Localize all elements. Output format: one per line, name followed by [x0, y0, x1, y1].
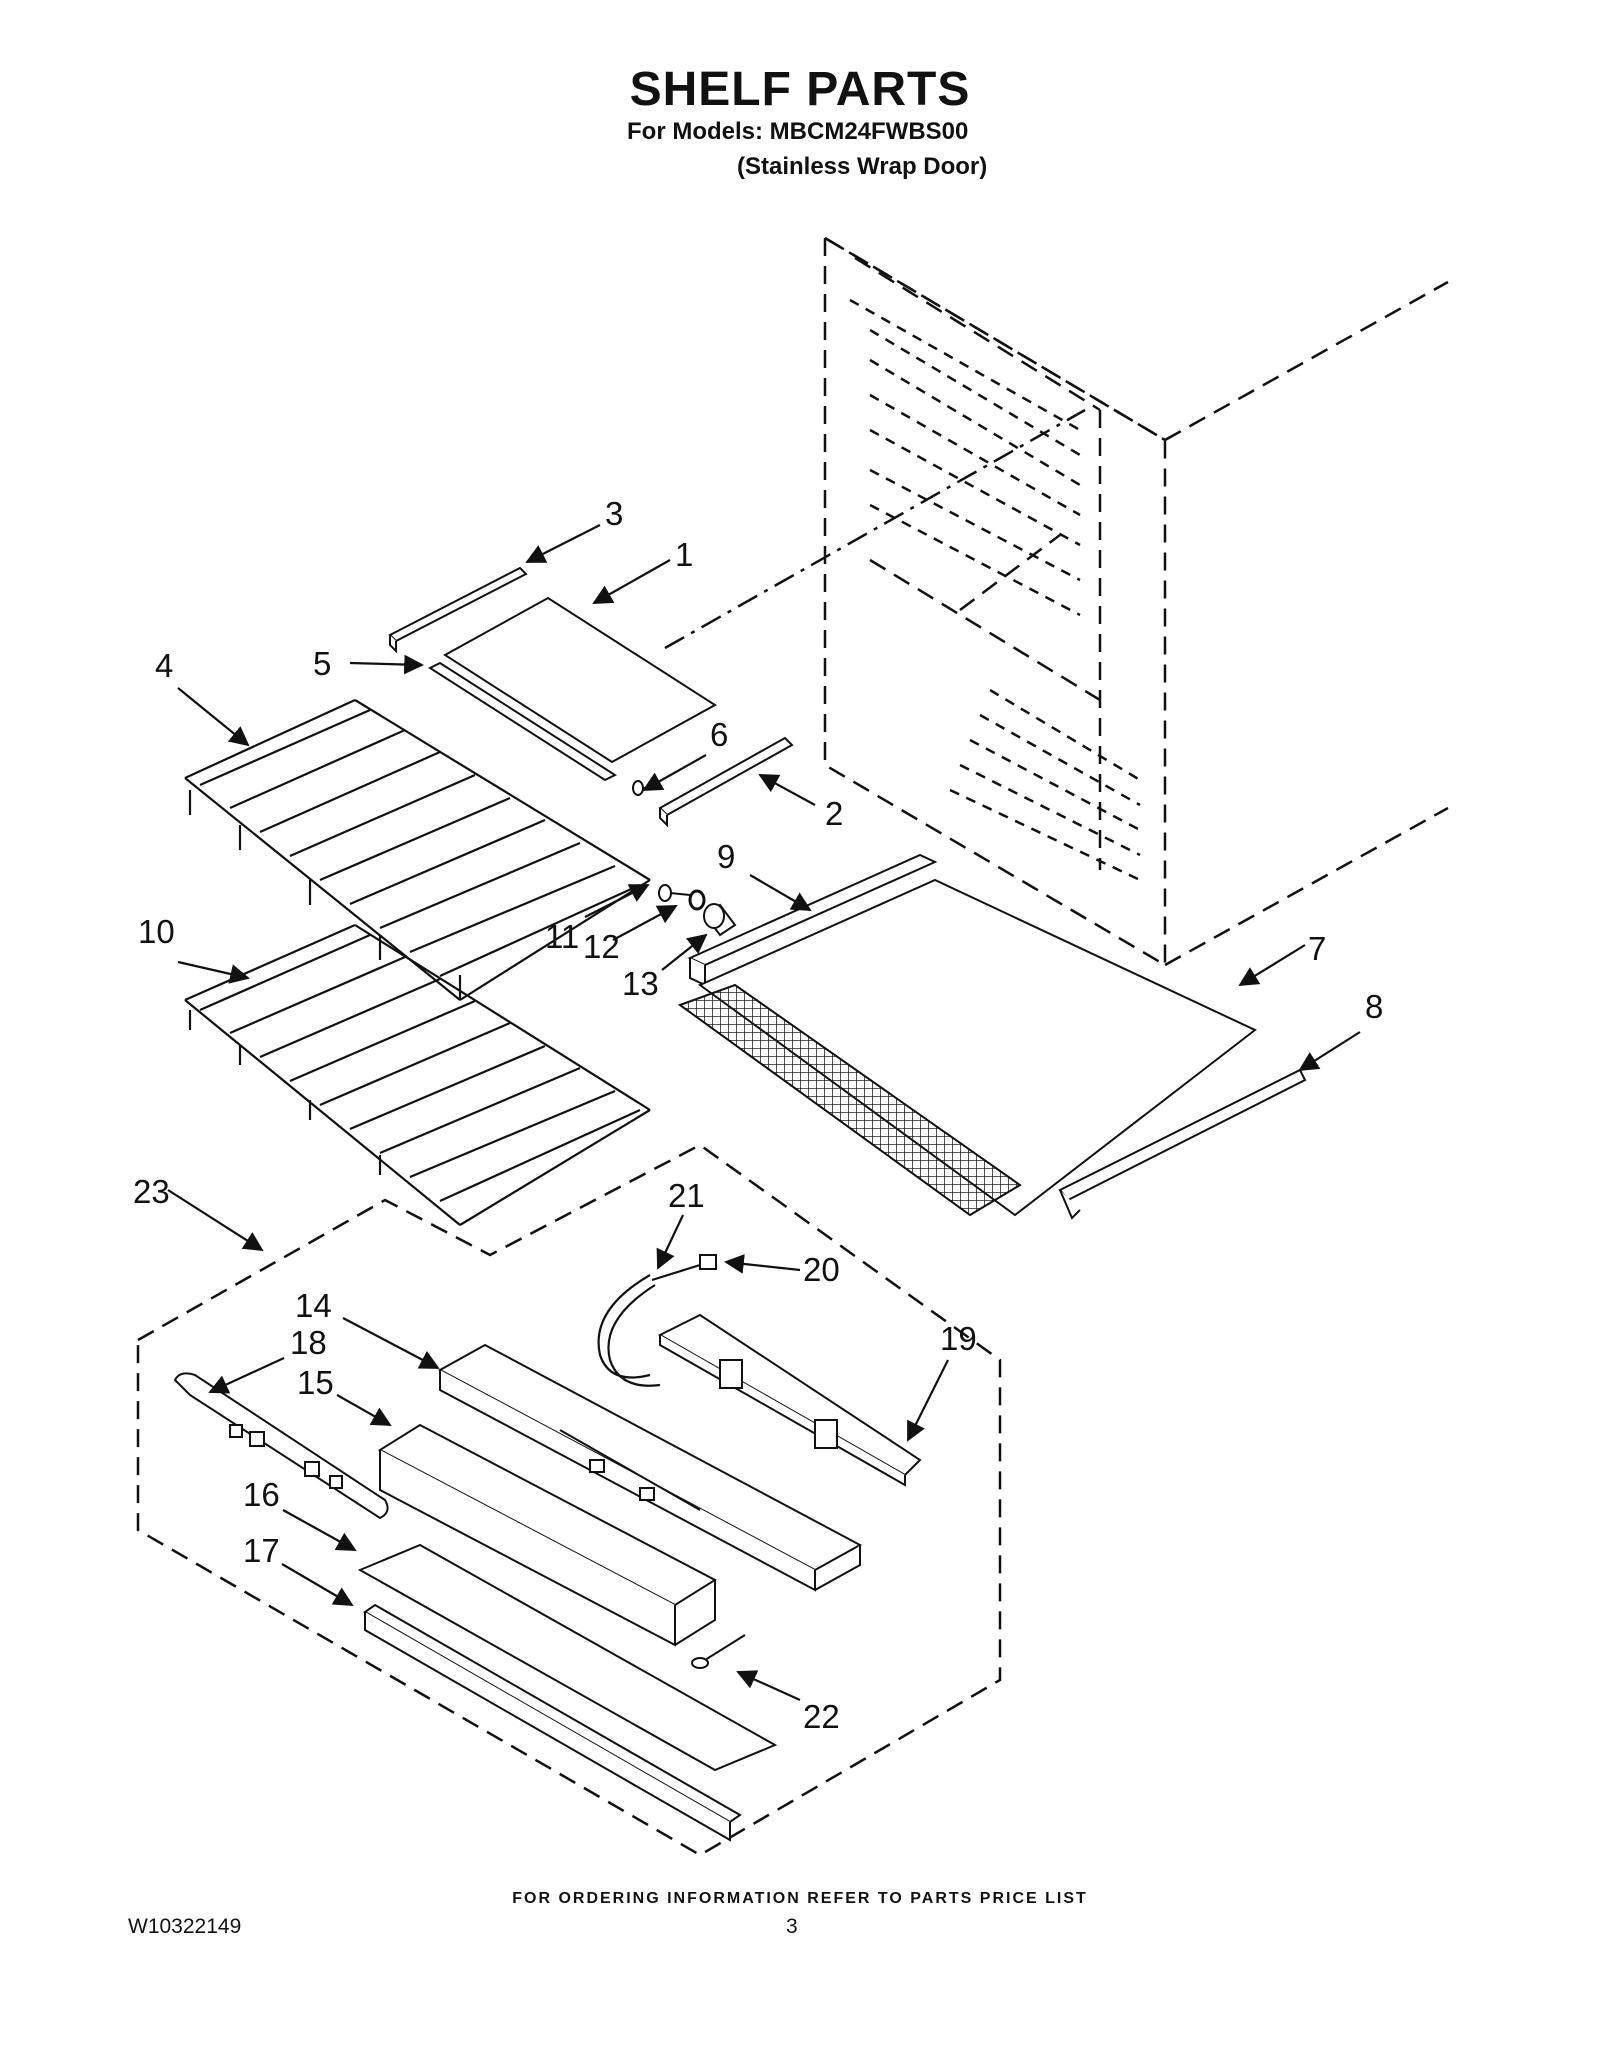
shelf-side-rail: [658, 736, 794, 828]
callout-18: 18: [290, 1324, 327, 1361]
callout-21: 21: [668, 1177, 705, 1214]
callout-17: 17: [243, 1532, 280, 1569]
callout-labels: 1 2 3 4 5 6 7 8 9 10 11 12 13 14 15 16 1…: [133, 495, 1383, 1735]
insulation-15: [377, 1423, 718, 1647]
bottom-panel-7: [677, 878, 1257, 1217]
document-number: W10322149: [128, 1915, 242, 1938]
callout-20: 20: [803, 1251, 840, 1288]
cabinet-vents: [849, 298, 1141, 882]
shelf-trim-rail: [388, 566, 528, 654]
callout-19: 19: [940, 1320, 977, 1357]
wire-rack-lower: [184, 923, 651, 1226]
callout-3: 3: [605, 495, 623, 532]
callout-13: 13: [622, 965, 659, 1002]
screw-6: [632, 780, 655, 796]
callout-8: 8: [1365, 988, 1383, 1025]
glass-shelf-front-trim: [427, 661, 618, 782]
ordering-note: FOR ORDERING INFORMATION REFER TO PARTS …: [512, 1890, 1088, 1907]
callout-4: 4: [155, 647, 173, 684]
callout-7: 7: [1308, 930, 1326, 967]
models-line: For Models: MBCM24FWBS00: [627, 118, 969, 145]
spacer-13: [703, 903, 737, 937]
leader-arrows: [167, 524, 1361, 1702]
callout-2: 2: [825, 795, 843, 832]
rear-rail-9: [687, 853, 938, 987]
bracket-17: [363, 1603, 742, 1842]
page-title: SHELF PARTS: [629, 63, 971, 116]
callout-11: 11: [545, 918, 579, 955]
callout-9: 9: [717, 838, 735, 875]
callout-12: 12: [583, 928, 620, 965]
glass-shelf: [443, 596, 717, 764]
plate-16: [357, 1543, 778, 1772]
front-rail-8: [1058, 1068, 1307, 1220]
control-overlay-18: [173, 1372, 389, 1520]
callout-14: 14: [295, 1287, 332, 1324]
callout-16: 16: [243, 1476, 280, 1513]
washer-12: [688, 889, 706, 911]
control-housing-14: [437, 1343, 863, 1592]
cabinet-outline: [823, 235, 1449, 968]
page-number: 3: [786, 1915, 798, 1938]
bolt-11: [658, 884, 691, 902]
wire-harness-21: [597, 1263, 701, 1387]
wire-rack-upper: [184, 699, 651, 1001]
callout-10: 10: [138, 913, 175, 950]
callout-15: 15: [297, 1364, 334, 1401]
callout-5: 5: [313, 645, 331, 682]
callout-22: 22: [803, 1698, 840, 1735]
connector-20: [699, 1254, 717, 1270]
callout-23: 23: [133, 1173, 170, 1210]
callout-1: 1: [675, 536, 693, 573]
control-assembly-outline: [136, 1143, 1002, 1857]
screw-22: [691, 1634, 746, 1669]
variant-line: (Stainless Wrap Door): [737, 153, 988, 180]
shelf-leader-line: [664, 408, 1086, 650]
callout-6: 6: [710, 716, 728, 753]
control-board-19: [657, 1313, 922, 1487]
